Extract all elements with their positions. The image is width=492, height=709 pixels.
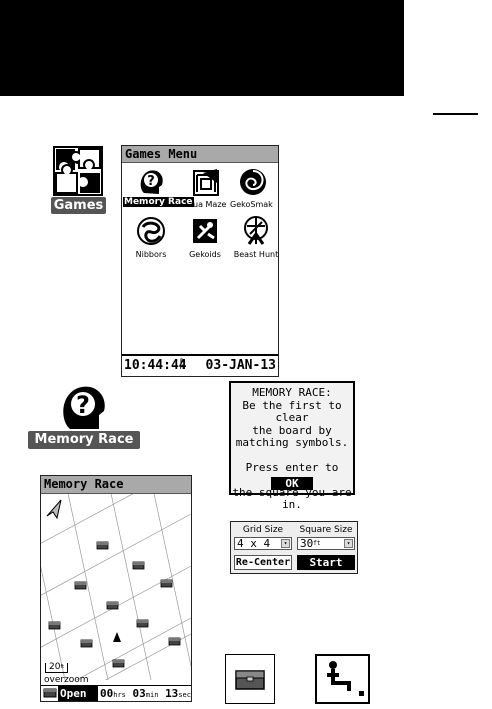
- overzoom-label: overzoom: [44, 675, 89, 685]
- open-square-tile: [315, 654, 370, 704]
- svg-text:?: ?: [147, 174, 155, 189]
- player-position-icon: [113, 632, 121, 642]
- grid-size-value: 4 x 4: [237, 537, 271, 550]
- start-button[interactable]: Start: [297, 555, 355, 570]
- divider: [433, 113, 478, 115]
- instruction-line: matching symbols.: [235, 436, 349, 449]
- scale-unit: ft: [60, 664, 65, 670]
- square-size-select[interactable]: 30ft ▾: [297, 537, 355, 550]
- treasure-chest-icon: [80, 639, 93, 648]
- treasure-chest-icon: [43, 688, 57, 698]
- treasure-chest-icon: [74, 581, 87, 590]
- game-label: ua Maze: [193, 200, 227, 209]
- games-menu-screen: Games Menu ? Memory Race ua Maze GekoSma…: [121, 145, 279, 377]
- instruction-line: the board by: [252, 423, 332, 437]
- game-item-nibbors[interactable]: Nibbors: [123, 216, 179, 259]
- nibbors-icon: [137, 217, 165, 245]
- treasure-chest-icon: [235, 670, 265, 690]
- setup-panel: Grid Size Square Size 4 x 4 ▾ 30ft ▾ Re-…: [230, 521, 358, 574]
- hours-value: 00: [100, 687, 114, 700]
- recenter-button[interactable]: Re-Center: [234, 555, 292, 570]
- gekoids-icon: [193, 219, 217, 243]
- game-label: Memory Race: [123, 197, 194, 207]
- instruction-spacer: [231, 450, 353, 462]
- game-item-gekosmak[interactable]: GekoSmak: [225, 167, 281, 209]
- map-scale: 20ft: [45, 662, 69, 673]
- game-item-virtua-maze[interactable]: ua Maze: [181, 167, 231, 209]
- instructions-dialog: MEMORY RACE: Be the first to clear the b…: [229, 381, 355, 511]
- header-bar: [0, 0, 404, 96]
- puzzle-icon: [53, 146, 103, 196]
- elapsed-time: 00hrs 03min 13sec: [100, 686, 191, 703]
- games-app-icon[interactable]: Games: [51, 146, 106, 216]
- treasure-chest-icon: [96, 541, 109, 550]
- dropdown-arrow-icon: ▾: [344, 539, 353, 548]
- game-item-beast-hunt[interactable]: Beast Hunt: [228, 216, 284, 259]
- minutes-label: min: [145, 691, 159, 699]
- treasure-chest-icon: [132, 561, 145, 570]
- treasure-chest-icon: [112, 659, 125, 668]
- memory-race-label: Memory Race: [28, 431, 140, 449]
- game-label: Gekoids: [189, 250, 221, 259]
- memory-race-icon: ?: [63, 386, 105, 429]
- instructions-text: MEMORY RACE: Be the first to clear the b…: [231, 383, 353, 512]
- minutes-value: 03: [132, 687, 146, 700]
- game-screen-title: Memory Race: [41, 476, 191, 494]
- square-size-value: 30: [300, 537, 314, 550]
- memory-race-icon: ?: [140, 170, 163, 194]
- feet-unit: ft: [313, 540, 321, 547]
- instruction-line: Be the first to clear: [242, 398, 342, 424]
- date: 03-JAN-13: [205, 358, 276, 373]
- games-menu-title: Games Menu: [122, 146, 278, 163]
- game-label: Beast Hunt: [233, 250, 279, 259]
- scale-value: 20: [49, 662, 61, 672]
- virtua-maze-icon: [193, 169, 219, 196]
- game-label: Nibbors: [135, 250, 167, 259]
- treasure-chest-icon: [136, 619, 149, 628]
- game-item-gekoids[interactable]: Gekoids: [177, 216, 233, 259]
- dropdown-arrow-icon: ▾: [281, 539, 290, 548]
- beast-hunt-icon: [244, 216, 268, 245]
- gekosmak-icon: [240, 169, 266, 195]
- stick-figure-icon: [327, 661, 364, 696]
- map-pointer-icon: [46, 499, 62, 520]
- game-status-bar: Open 00hrs 03min 13sec: [41, 685, 191, 701]
- seconds-label: sec: [178, 691, 191, 699]
- square-status: Open: [58, 686, 98, 701]
- hours-label: hrs: [113, 691, 126, 699]
- treasure-chest-icon: [106, 601, 119, 610]
- seconds-value: 13: [165, 687, 179, 700]
- treasure-chest-icon: [168, 637, 181, 646]
- svg-text:?: ?: [76, 391, 90, 419]
- treasure-chest-icon: [160, 579, 173, 588]
- memory-race-logo: ? Memory Race: [28, 383, 140, 451]
- games-label: Games: [51, 197, 106, 214]
- treasure-chest-icon: [48, 621, 61, 630]
- game-map[interactable]: [41, 494, 191, 680]
- grid-size-label: Grid Size: [242, 525, 284, 535]
- clock-ampm: P M: [180, 358, 184, 371]
- instruction-line: the square you are in.: [232, 485, 352, 511]
- ok-button[interactable]: OK: [271, 477, 313, 490]
- closed-squares: [48, 541, 181, 668]
- closed-square-tile: [225, 654, 275, 704]
- status-bar: 10:44:44 P M 03-JAN-13: [122, 354, 278, 376]
- game-label: GekoSmak: [230, 200, 273, 209]
- grid-size-select[interactable]: 4 x 4 ▾: [234, 537, 292, 550]
- clock: 10:44:44: [124, 358, 187, 373]
- square-size-label: Square Size: [299, 525, 353, 535]
- game-item-memory-race[interactable]: ? Memory Race: [123, 167, 194, 207]
- instruction-line: MEMORY RACE:: [252, 386, 332, 399]
- game-screen: Memory Race: [40, 475, 192, 702]
